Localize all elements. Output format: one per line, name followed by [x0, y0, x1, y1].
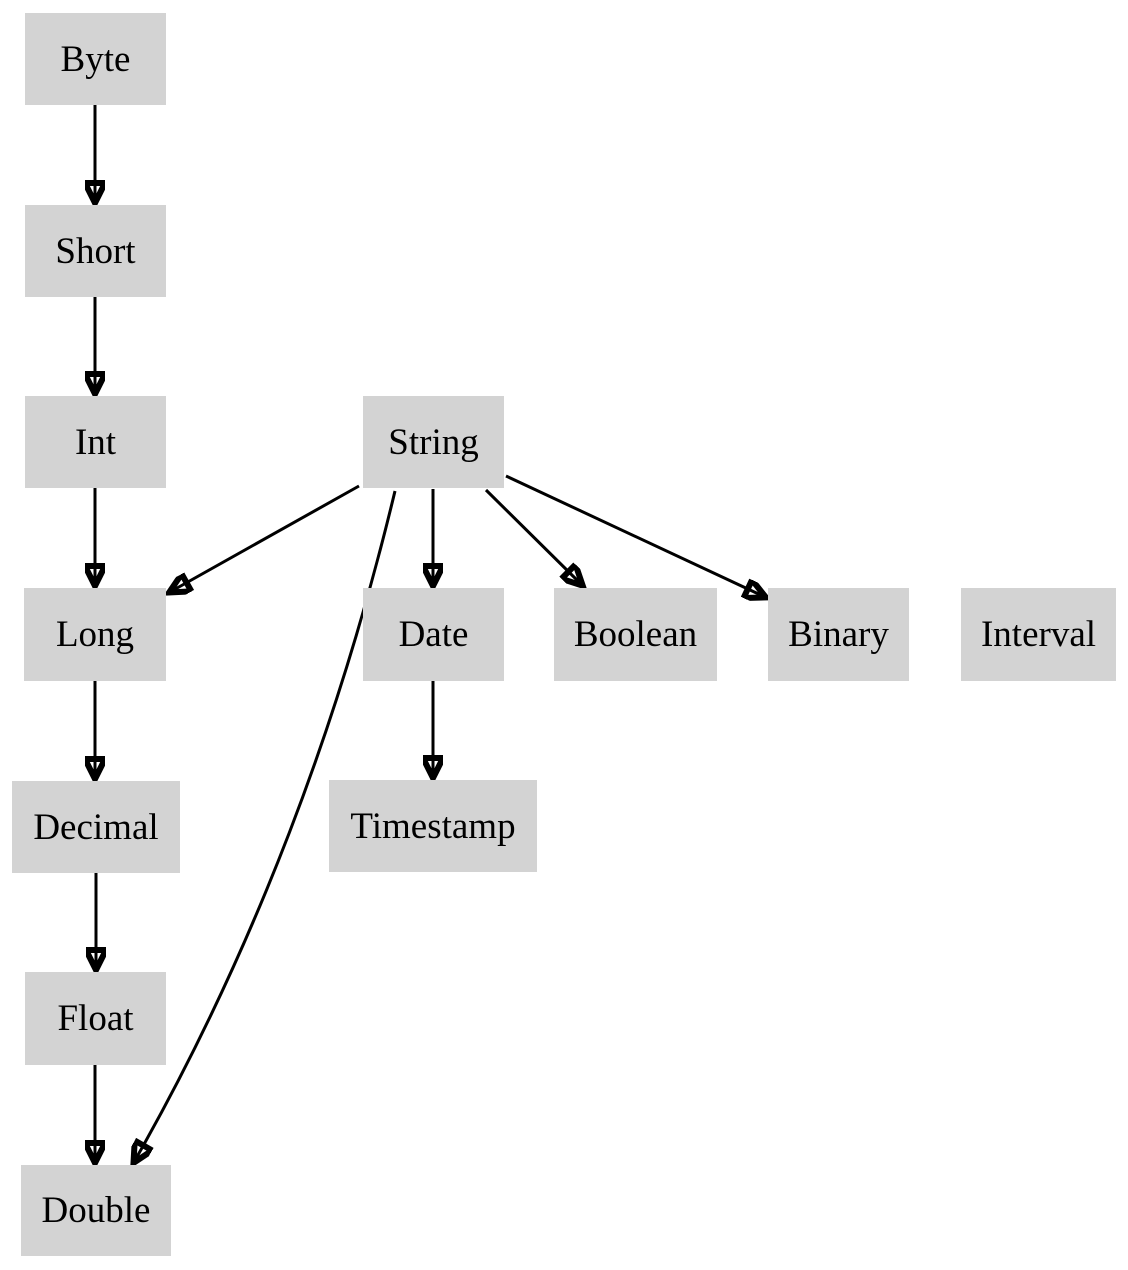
edge-string-to-boolean: [484, 488, 582, 585]
node-float: Float: [25, 972, 166, 1065]
node-double: Double: [21, 1165, 171, 1256]
node-date: Date: [363, 588, 504, 681]
node-label-byte: Byte: [60, 38, 131, 80]
node-label-date: Date: [398, 614, 469, 655]
node-label-int: Int: [74, 421, 117, 463]
node-label-boolean: Boolean: [573, 614, 698, 655]
node-label-interval: Interval: [980, 614, 1097, 655]
node-decimal: Decimal: [12, 781, 180, 873]
node-byte: Byte: [25, 13, 166, 105]
node-boolean: Boolean: [554, 588, 717, 681]
node-long: Long: [24, 588, 166, 681]
node-binary: Binary: [768, 588, 909, 681]
node-timestamp: Timestamp: [329, 780, 537, 872]
node-string: String: [363, 396, 504, 488]
node-interval: Interval: [961, 588, 1116, 681]
node-label-double: Double: [41, 1190, 151, 1231]
node-int: Int: [25, 396, 166, 488]
node-label-short: Short: [55, 230, 136, 272]
edge-string-to-long: [170, 484, 360, 592]
node-label-long: Long: [55, 614, 135, 655]
node-label-binary: Binary: [788, 614, 889, 655]
node-label-string: String: [388, 421, 479, 463]
node-label-decimal: Decimal: [33, 806, 159, 848]
node-label-float: Float: [57, 998, 134, 1039]
node-label-timestamp: Timestamp: [350, 805, 516, 847]
node-short: Short: [25, 205, 166, 297]
edge-string-to-binary: [505, 474, 765, 597]
